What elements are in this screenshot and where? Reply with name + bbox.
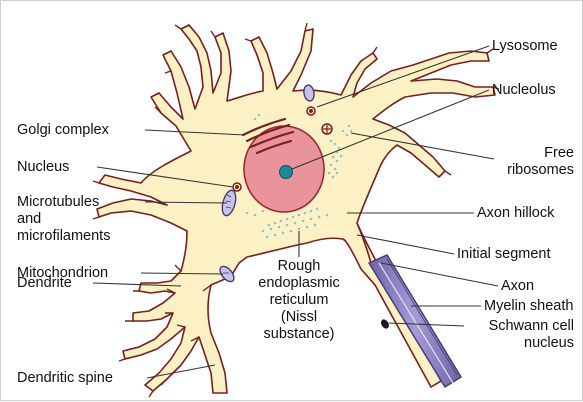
- label-golgi-complex: Golgi complex: [17, 122, 109, 139]
- myelin-sheath: [369, 255, 461, 387]
- label-nucleus: Nucleus: [17, 159, 69, 176]
- label-axon: Axon: [501, 278, 534, 295]
- label-rer-line4: (Nissl: [249, 309, 349, 326]
- nucleolus: [280, 166, 293, 179]
- label-microtubules-line1: Microtubules: [17, 194, 99, 211]
- label-microtubules-line2: and: [17, 211, 41, 228]
- label-rer-line2: endoplasmic: [249, 275, 349, 292]
- label-axon-hillock: Axon hillock: [477, 205, 554, 222]
- label-schwann-line1: Schwann cell: [489, 318, 574, 335]
- label-free-ribosomes-line2: ribosomes: [507, 162, 574, 179]
- label-dendritic-spine: Dendritic spine: [17, 370, 113, 387]
- label-nucleolus: Nucleolus: [492, 82, 556, 99]
- label-dendrite: Dendrite: [17, 275, 72, 292]
- label-schwann-line2: nucleus: [524, 335, 574, 352]
- label-lysosome: Lysosome: [492, 38, 558, 55]
- axon: [343, 223, 441, 387]
- label-myelin-sheath: Myelin sheath: [484, 298, 573, 315]
- label-initial-segment: Initial segment: [457, 246, 551, 263]
- label-rer-line1: Rough: [249, 258, 349, 275]
- label-microtubules-line3: microfilaments: [17, 228, 110, 245]
- label-rer-line5: substance): [249, 326, 349, 343]
- label-rer-line3: reticulum: [249, 292, 349, 309]
- label-free-ribosomes-line1: Free: [544, 145, 574, 162]
